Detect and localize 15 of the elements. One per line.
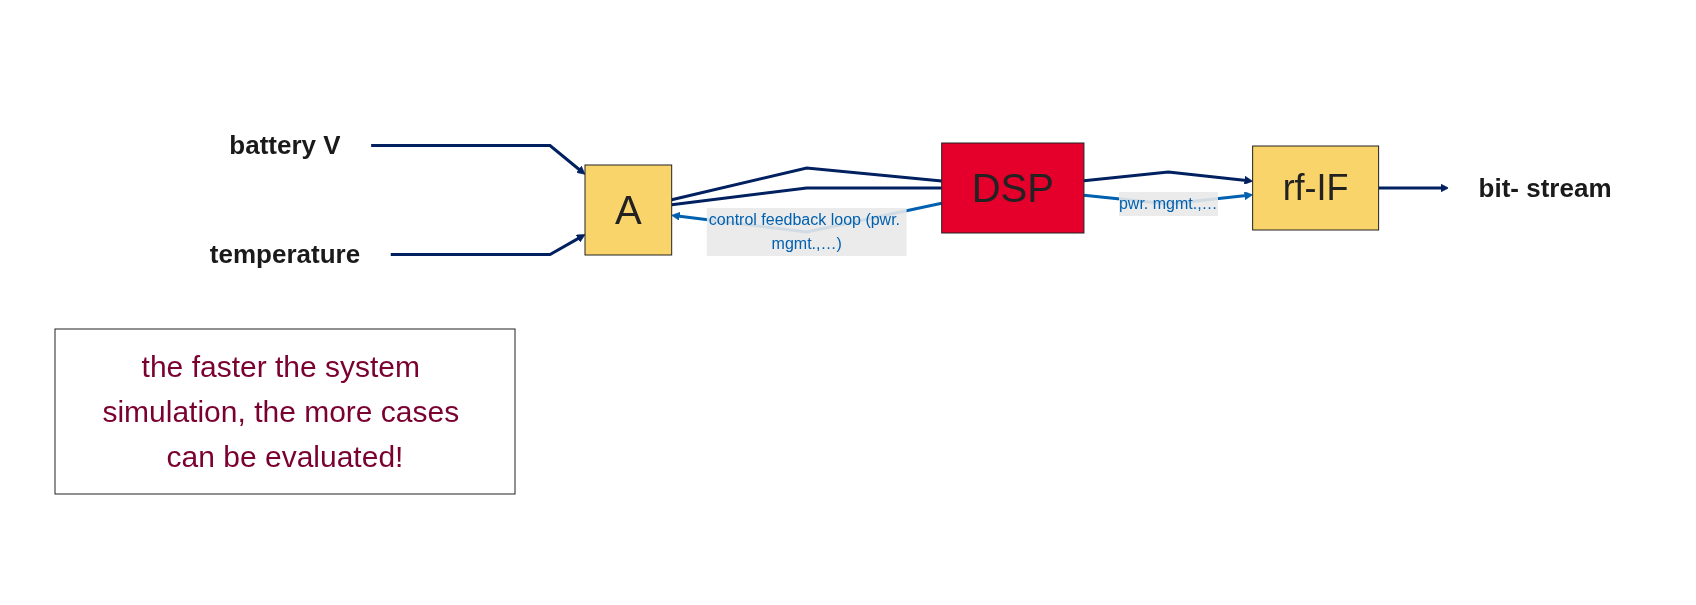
node-text: temperature xyxy=(209,239,360,269)
edge-label: control feedback loop (pwr. mgmt.,…) xyxy=(708,211,900,252)
node-text: bit- stream xyxy=(1478,172,1612,203)
arrow xyxy=(370,144,586,175)
arrow xyxy=(1083,170,1253,185)
node-box: the faster the system simulation, the more cases can be evaluated! xyxy=(54,328,516,495)
connector xyxy=(671,166,942,202)
node-box: A xyxy=(584,164,672,256)
arrow xyxy=(1378,183,1449,193)
node-text: battery V xyxy=(229,130,341,160)
edge-label: pwr. mgmt.,… xyxy=(1118,195,1218,212)
arrow xyxy=(389,234,586,256)
connector xyxy=(671,186,942,207)
node-box: DSP xyxy=(940,142,1085,234)
node-box: rf-IF xyxy=(1251,145,1379,231)
